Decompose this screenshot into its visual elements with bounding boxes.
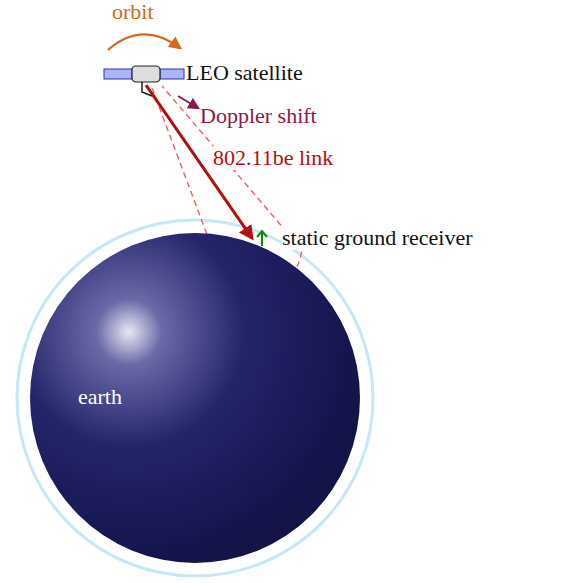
node-label: LEO satellite [186, 61, 303, 85]
earth-node: earth [30, 233, 360, 563]
node-label: earth [78, 385, 122, 409]
atmosphere-ring [17, 220, 373, 576]
doppler-arrow [178, 96, 198, 108]
receiver-node: static ground receiver [252, 226, 473, 250]
doppler-label: Doppler shift [200, 104, 317, 128]
satellite-icon [104, 66, 184, 96]
node-label: static ground receiver [282, 226, 473, 250]
satellite-node: LEO satellite [104, 61, 303, 85]
link-label: 802.11be link [213, 146, 333, 170]
orbit-label: orbit [112, 0, 154, 24]
orbit-arrow [108, 34, 180, 50]
receiver-antenna [257, 231, 267, 246]
